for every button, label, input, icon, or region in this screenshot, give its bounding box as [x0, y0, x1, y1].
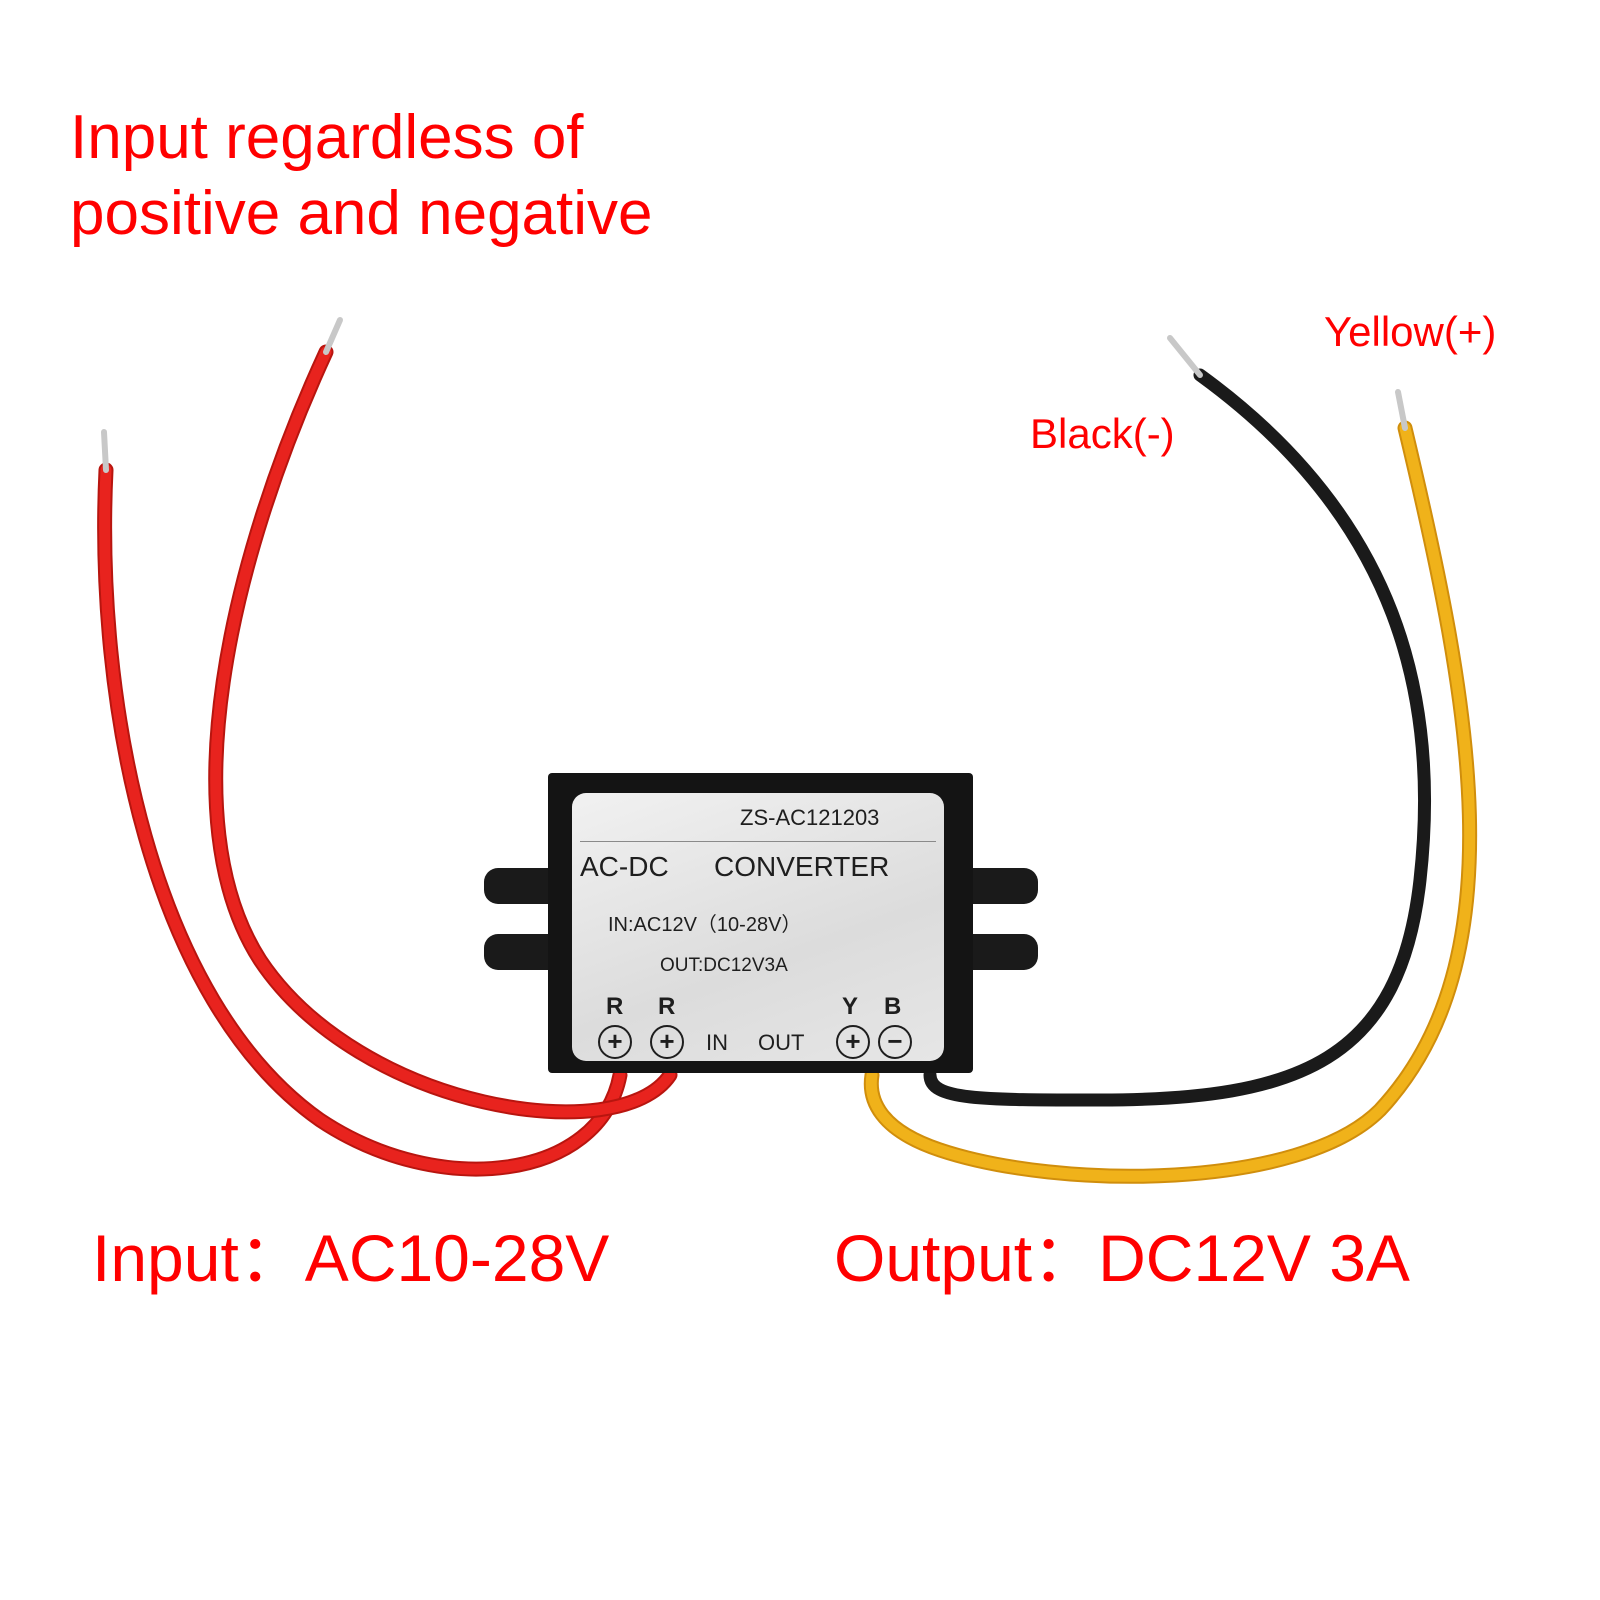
- out-marker: OUT: [758, 1030, 805, 1055]
- yellow-wire-label: Yellow(+): [1324, 308, 1497, 355]
- mounting-tab-right-top: [968, 868, 1038, 904]
- minus-symbol-icon: −: [878, 1025, 912, 1059]
- pin-letter-input-2: R: [658, 993, 676, 1020]
- black-wire-label: Black(-): [1030, 410, 1175, 457]
- input-spec-label: Input：AC10-28V: [92, 1221, 610, 1295]
- mounting-tab-left-bottom: [484, 934, 554, 970]
- in-marker: IN: [706, 1030, 728, 1055]
- plus-symbol-icon: +: [598, 1025, 632, 1059]
- pin-letter-output-positive: Y: [842, 993, 859, 1020]
- model-number: ZS-AC121203: [740, 805, 880, 830]
- mounting-tab-right-bottom: [968, 934, 1038, 970]
- red-wire-right: [208, 317, 678, 1120]
- headline-line-2: positive and negative: [70, 179, 653, 248]
- plus-symbol-icon: +: [650, 1025, 684, 1059]
- converter-type-part1: AC-DC: [580, 851, 669, 882]
- red-wire-left: [97, 429, 628, 1177]
- plus-symbol-icon: +: [836, 1025, 870, 1059]
- output-rating: OUT:DC12V3A: [660, 955, 788, 976]
- black-wire: [923, 335, 1432, 1107]
- headline-annotation: Input regardless of positive and negativ…: [70, 100, 653, 252]
- input-rating: IN:AC12V（10-28V）: [608, 914, 802, 936]
- yellow-wire: [863, 389, 1478, 1184]
- headline-line-1: Input regardless of: [70, 103, 584, 172]
- mounting-tab-left-top: [484, 868, 554, 904]
- pin-letter-output-negative: B: [884, 993, 902, 1020]
- converter-label: ZS-AC121203 AC-DC CONVERTER IN:AC12V（10-…: [572, 793, 944, 1061]
- output-spec-label: Output：DC12V 3A: [834, 1221, 1410, 1295]
- label-divider: [580, 841, 936, 842]
- pin-letter-input-1: R: [606, 993, 624, 1020]
- converter-type-part2: CONVERTER: [714, 851, 890, 882]
